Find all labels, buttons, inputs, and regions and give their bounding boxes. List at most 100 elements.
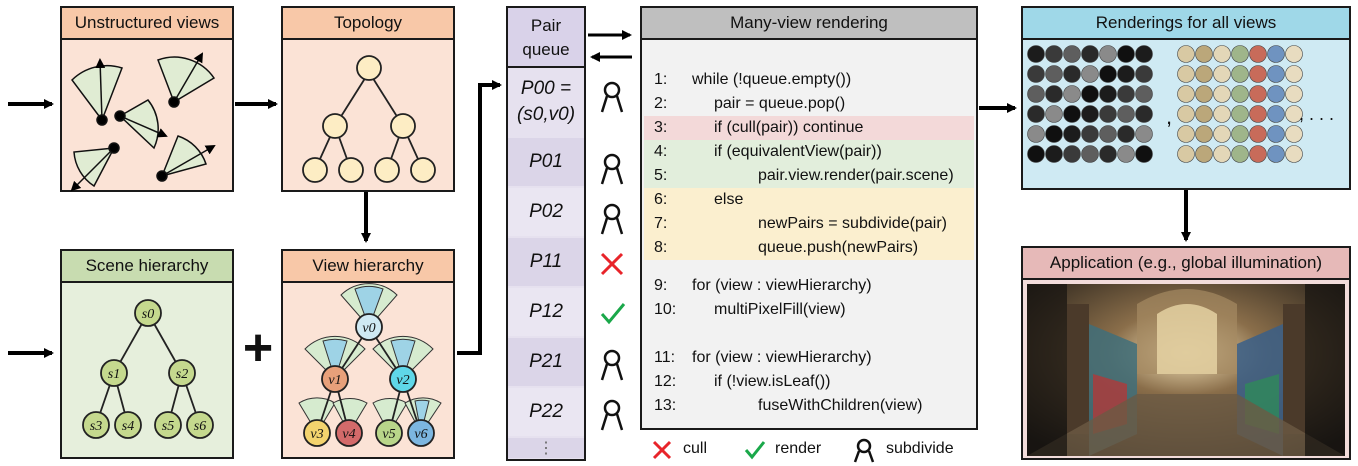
queue-item-p22: P22: [508, 388, 584, 436]
queue-more: ⋮: [508, 438, 584, 458]
view-thumbnail: [1249, 45, 1267, 63]
view-thumbnail: [1267, 105, 1285, 123]
renderings-header: Renderings for all views: [1023, 8, 1349, 40]
code-line-number: 8:: [654, 239, 668, 256]
scene-node-s6: s6: [194, 419, 206, 434]
topology-node: [390, 113, 416, 139]
view-thumbnail: [1267, 85, 1285, 103]
view-node-v0: v0: [362, 321, 375, 336]
topology-node: [322, 113, 348, 139]
code-line-text: else: [714, 191, 744, 208]
view-thumbnail: [1027, 105, 1045, 123]
queue-item-p21: P21: [508, 338, 584, 386]
view-thumbnail: [1213, 45, 1231, 63]
view-thumbnail: [1081, 85, 1099, 103]
queue-item-p01: P01: [508, 138, 584, 186]
view-thumbnail: [1063, 65, 1081, 83]
view-thumbnail: [1285, 45, 1303, 63]
code-block: 1:while (!queue.empty())2:pair = queue.p…: [642, 42, 976, 428]
subdivide-icon: [600, 349, 624, 381]
view-hierarchy-panel: View hierarchy: [281, 249, 455, 459]
many-view-rendering-panel: Many-view rendering 1:while (!queue.empt…: [640, 6, 978, 430]
many-view-rendering-header: Many-view rendering: [642, 8, 976, 40]
camera-icon: [71, 58, 123, 126]
legend-icons: [652, 438, 875, 463]
scene-tree: s0 s1 s2 s3 s4 s5 s6: [82, 299, 214, 439]
subdivide-icon: [600, 399, 624, 431]
view-thumbnail: [1249, 125, 1267, 143]
cull-icon: [652, 440, 672, 460]
view-thumbnail: [1135, 85, 1153, 103]
view-thumbnail: [1117, 145, 1135, 163]
application-panel: Application (e.g., global illumination): [1021, 246, 1351, 460]
queue-item-p11: P11: [508, 238, 584, 286]
view-thumbnail: [1231, 105, 1249, 123]
view-thumbnail: [1195, 125, 1213, 143]
code-line: 10:multiPixelFill(view): [644, 298, 974, 322]
code-line-text: pair.view.render(pair.scene): [758, 167, 954, 184]
view-thumbnail: [1117, 85, 1135, 103]
code-line-number: 7:: [654, 215, 668, 232]
view-thumbnail: [1177, 125, 1195, 143]
view-thumbnail: [1117, 65, 1135, 83]
cull-icon: [600, 252, 624, 276]
code-line-number: 13:: [654, 397, 677, 414]
view-thumbnail: [1177, 145, 1195, 163]
code-line-text: multiPixelFill(view): [714, 301, 846, 318]
scene-node-s4: s4: [122, 419, 134, 434]
view-thumbnail: [1135, 125, 1153, 143]
subdivide-icon: [853, 438, 875, 463]
view-thumbnail: [1099, 85, 1117, 103]
code-line: 9:for (view : viewHierarchy): [644, 274, 974, 298]
view-thumbnail: [1195, 105, 1213, 123]
renderings-panel: Renderings for all views , , . . .: [1021, 6, 1351, 190]
unstructured-views-header: Unstructured views: [62, 8, 232, 40]
view-thumbnail: [1231, 65, 1249, 83]
view-thumbnail: [1063, 125, 1081, 143]
code-line-number: 9:: [654, 277, 668, 294]
renderings-ellipsis: , . . .: [1299, 104, 1335, 124]
view-thumbnail: [1249, 65, 1267, 83]
view-thumbnail: [1195, 145, 1213, 163]
code-line: 3:if (cull(pair)) continue: [644, 116, 974, 140]
queue-item-p00: P00 = (s0,v0): [508, 70, 584, 130]
render-icon: [600, 303, 626, 325]
application-header: Application (e.g., global illumination): [1023, 248, 1349, 280]
camera-icon: [156, 135, 216, 182]
view-thumbnail: [1117, 125, 1135, 143]
code-line-text: if (equivalentView(pair)): [714, 143, 882, 160]
code-line: 12:if (!view.isLeaf()): [644, 370, 974, 394]
view-thumbnail: [1267, 125, 1285, 143]
code-line: 6:else: [644, 188, 974, 212]
topology-node: [374, 157, 400, 183]
unstructured-views-figure: [70, 52, 216, 192]
view-thumbnail: [1081, 45, 1099, 63]
code-line-number: 11:: [654, 349, 676, 366]
scene-hierarchy-panel: Scene hierarchy s0 s1 s2 s3 s4 s5 s6: [60, 249, 234, 459]
topology-node: [302, 157, 328, 183]
view-hierarchy-header: View hierarchy: [283, 251, 453, 283]
view-thumbnail: [1267, 45, 1285, 63]
render-icon: [744, 441, 766, 460]
view-thumbnail: [1267, 145, 1285, 163]
topology-header: Topology: [283, 8, 453, 40]
unstructured-views-panel: Unstructured views: [60, 6, 234, 192]
view-thumbnail: [1027, 85, 1045, 103]
view-thumbnail: [1285, 125, 1303, 143]
legend-subdivide-label: subdivide: [886, 440, 954, 457]
code-line-number: 5:: [654, 167, 668, 184]
topology-node: [410, 157, 436, 183]
view-thumbnail: [1099, 105, 1117, 123]
view-thumbnail: [1063, 145, 1081, 163]
view-thumbnail: [1081, 145, 1099, 163]
view-node-v3: v3: [310, 427, 323, 442]
view-thumbnail: [1135, 45, 1153, 63]
code-line: 1:while (!queue.empty()): [644, 68, 974, 92]
scene-node-s5: s5: [162, 419, 174, 434]
view-thumbnail: [1081, 65, 1099, 83]
view-thumbnail: [1081, 105, 1099, 123]
scene-node-s3: s3: [90, 419, 102, 434]
view-thumbnail: [1231, 145, 1249, 163]
code-line-text: newPairs = subdivide(pair): [758, 215, 947, 232]
view-thumbnail: [1195, 85, 1213, 103]
